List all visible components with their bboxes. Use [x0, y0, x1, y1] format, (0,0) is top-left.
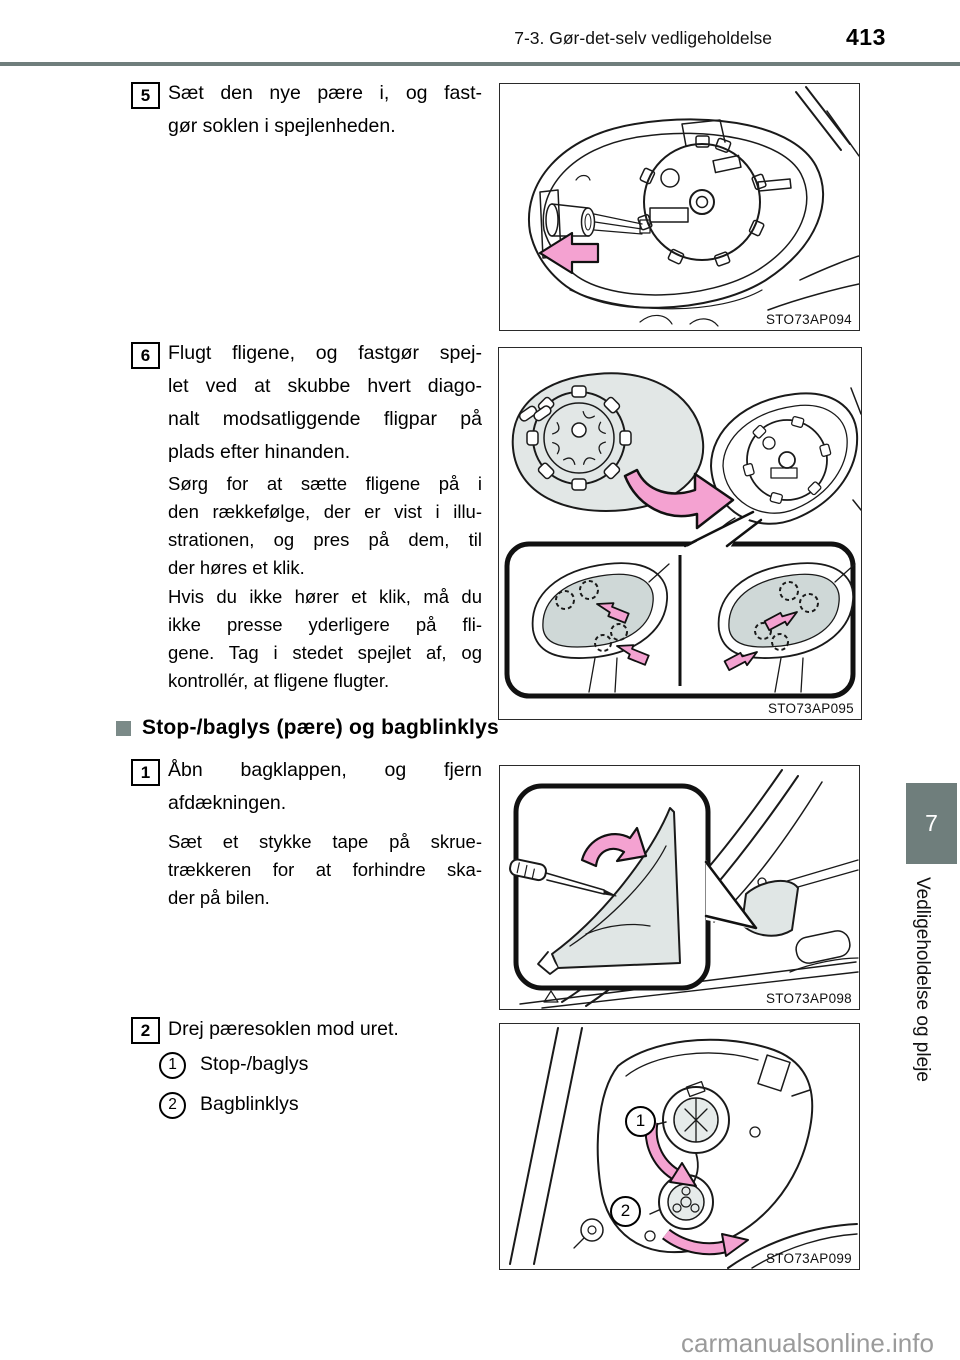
figure-code: STO73AP098: [765, 991, 852, 1006]
step-1-number: 1: [131, 759, 160, 786]
section-title: Stop-/baglys (pære) og bagblinklys: [142, 716, 499, 739]
step-1-paragraph: Sæt et stykke tape på skrue-trækkeren fo…: [168, 831, 482, 908]
step-5-text: Sæt den nye pære i, og fast-gør soklen i…: [168, 82, 482, 137]
watermark: carmanualsonline.info: [681, 1328, 934, 1358]
step-6-text: Flugt fligene, og fastgør spej-let ved a…: [168, 342, 482, 463]
step-2-text: Drej pæresoklen mod uret.: [168, 1018, 399, 1040]
pry-arrow-icon: [580, 826, 648, 868]
figure-mirror-glass-refit: STO73AP095: [498, 347, 862, 720]
mirror-glass-illustration: [504, 372, 861, 699]
curved-arrow-icon: [623, 468, 735, 530]
header-rule: [0, 62, 960, 66]
figure-mirror-bulb-install: STO73AP094: [499, 83, 860, 331]
cover-removal-illustration: [509, 769, 859, 1009]
legend-1-number: 1: [159, 1052, 186, 1079]
page-header-section-title: 7-3. Gør-det-selv vedligeholdelse: [514, 28, 772, 48]
figure-code: STO73AP094: [765, 312, 852, 327]
figure-code: STO73AP099: [765, 1251, 852, 1266]
mirror-housing-illustration: [527, 86, 859, 327]
taillight-illustration: [509, 1027, 858, 1269]
section-heading: Stop-/baglys (pære) og bagblinklys: [116, 716, 499, 740]
chapter-label-vertical: Vedligeholdelse og pleje: [912, 877, 933, 1082]
step-2-number: 2: [131, 1017, 160, 1044]
figure-callout-1: 1: [625, 1106, 656, 1137]
step-6-number: 6: [131, 342, 160, 369]
figure-cover-removal: STO73AP098: [499, 765, 860, 1010]
figure-callout-2: 2: [610, 1196, 641, 1227]
figure-code: STO73AP095: [767, 701, 854, 716]
flange-arrow-icons: [596, 602, 650, 666]
page-number: 413: [846, 24, 886, 50]
legend-2-label: Bagblinklys: [200, 1093, 299, 1115]
figure-taillight-sockets: 1 2 STO73AP099: [499, 1023, 860, 1270]
legend-1-label: Stop-/baglys: [200, 1053, 309, 1075]
legend-2-number: 2: [159, 1092, 186, 1119]
arrow-left-icon: [538, 231, 600, 275]
step-5-number: 5: [131, 82, 160, 109]
section-square-icon: [116, 720, 131, 736]
chapter-tab: 7: [906, 783, 957, 864]
